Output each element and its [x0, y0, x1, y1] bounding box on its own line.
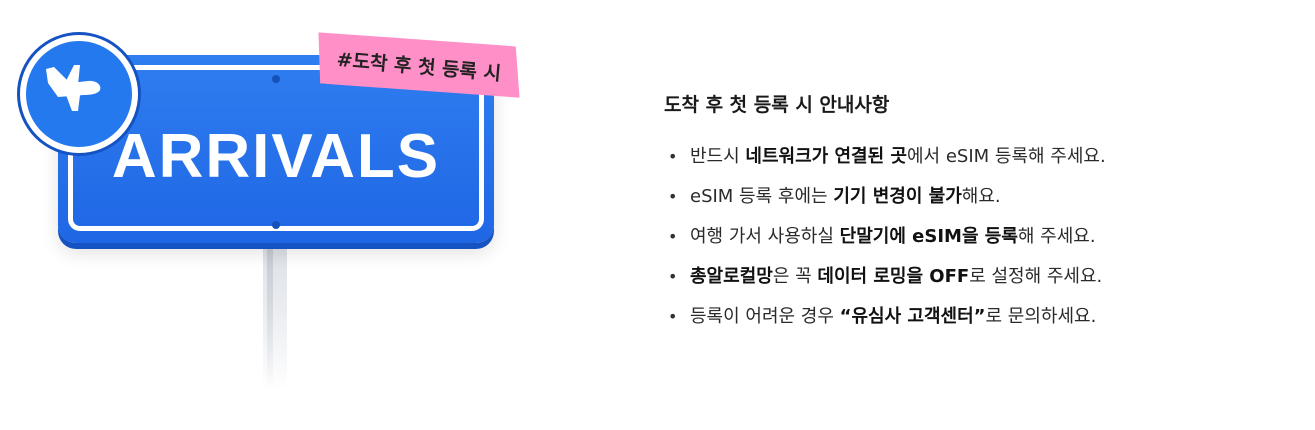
- hashtag-text: #도착 후 첫 등록 시: [335, 48, 502, 85]
- guide-section: 도착 후 첫 등록 시 안내사항 반드시 네트워크가 연결된 곳에서 eSIM …: [664, 90, 1304, 347]
- sign-bolt: [272, 221, 280, 229]
- list-item: 등록이 어려운 경우 “유심사 고객센터”로 문의하세요.: [664, 307, 1304, 328]
- sign-pole: [263, 230, 287, 390]
- list-item: eSIM 등록 후에는 기기 변경이 불가해요.: [664, 187, 1304, 208]
- guide-list: 반드시 네트워크가 연결된 곳에서 eSIM 등록해 주세요. eSIM 등록 …: [664, 147, 1304, 328]
- list-item: 총알로컬망은 꼭 데이터 로밍을 OFF로 설정해 주세요.: [664, 267, 1304, 288]
- sign-bolt: [272, 75, 280, 83]
- arrivals-sign-illustration: ARRIVALS #도착 후 첫 등록 시: [0, 0, 560, 430]
- list-item: 반드시 네트워크가 연결된 곳에서 eSIM 등록해 주세요.: [664, 147, 1304, 168]
- list-item: 여행 가서 사용하실 단말기에 eSIM을 등록해 주세요.: [664, 227, 1304, 248]
- arrivals-text: ARRIVALS: [111, 122, 441, 191]
- guide-title: 도착 후 첫 등록 시 안내사항: [664, 94, 890, 116]
- airplane-landing-icon: [20, 35, 138, 153]
